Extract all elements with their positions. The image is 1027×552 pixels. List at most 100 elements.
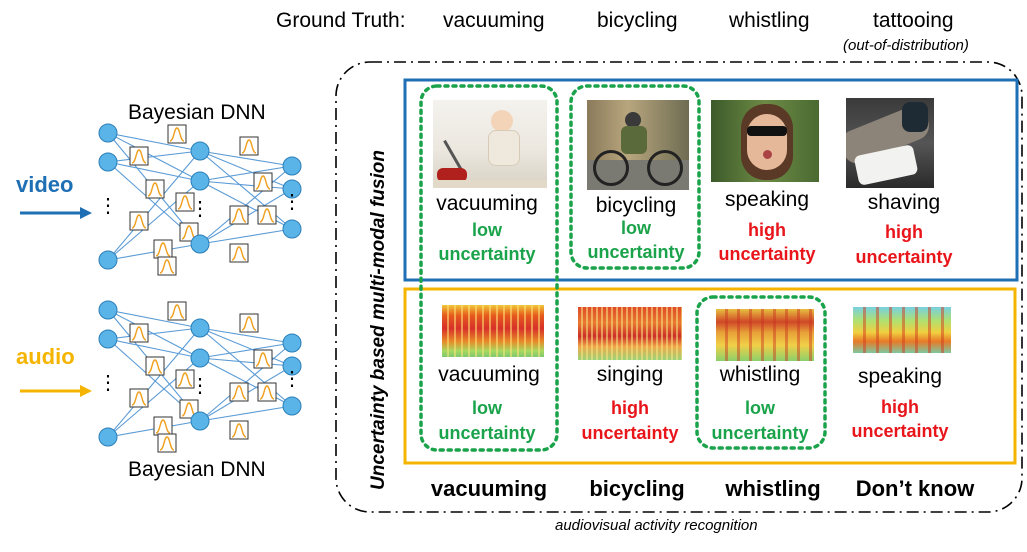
cyclist-head bbox=[625, 112, 641, 128]
audio-uncertainty-word-3: uncertainty bbox=[711, 423, 809, 443]
audio-net-weight-distribution-icon bbox=[129, 388, 149, 408]
audio-net-weight-distribution-icon bbox=[179, 399, 199, 419]
video-net-ellipsis: ⋮ bbox=[98, 195, 118, 217]
fused-result-3: whistling bbox=[725, 476, 821, 501]
audio-uncertainty-level-4: high bbox=[881, 397, 919, 417]
child-body bbox=[488, 130, 520, 166]
face bbox=[747, 114, 787, 170]
audio-net-neuron bbox=[282, 356, 302, 376]
spectrogram-singing bbox=[578, 307, 682, 360]
video-net-weight-distribution-icon bbox=[153, 239, 173, 259]
audio-uncertainty-level-3: low bbox=[745, 398, 775, 418]
video-net-weight-distribution-icon bbox=[253, 172, 273, 192]
video-net-weight-distribution-icon bbox=[229, 205, 249, 225]
video-frame-tattooing bbox=[846, 98, 934, 188]
fusion-method-label: Uncertainty based multi-modal fusion bbox=[368, 150, 389, 490]
audio-net-edge bbox=[107, 338, 201, 359]
ground-truth-whistling: whistling bbox=[729, 9, 810, 32]
figure-caption: audiovisual activity recognition bbox=[555, 517, 758, 534]
spectrogram-speaking bbox=[853, 307, 951, 353]
video-net-weight-distribution-icon bbox=[175, 192, 195, 212]
video-frame-whistling bbox=[711, 100, 819, 182]
fused-result-1: vacuuming bbox=[430, 476, 548, 501]
audio-net-weight-distribution-icon bbox=[229, 420, 249, 440]
out-of-distribution-note: (out-of-distribution) bbox=[843, 37, 969, 54]
video-net-edge bbox=[199, 180, 293, 190]
spectrogram-whistling bbox=[716, 309, 814, 361]
video-uncertainty-level-2: low bbox=[621, 218, 651, 238]
audio-net-weight-distribution-icon bbox=[239, 313, 259, 333]
video-predictions-box bbox=[403, 78, 1019, 282]
audio-net-edge bbox=[107, 309, 201, 329]
video-net-edge bbox=[107, 132, 201, 152]
audio-net-neuron bbox=[282, 333, 302, 353]
child-head bbox=[491, 110, 513, 132]
bicycling-confident-highlight bbox=[569, 84, 701, 270]
video-net-weight-distribution-icon bbox=[129, 146, 149, 166]
audio-uncertainty-word-1: uncertainty bbox=[438, 423, 536, 443]
video-prediction-4: shaving bbox=[867, 191, 941, 214]
bike-front-wheel bbox=[647, 150, 683, 186]
audio-net-edge bbox=[199, 357, 293, 367]
video-uncertainty-level-1: low bbox=[472, 220, 502, 240]
video-net-ellipsis: ⋮ bbox=[190, 198, 210, 220]
tattoo-machine bbox=[902, 102, 928, 132]
cyclist-body bbox=[621, 126, 647, 154]
audio-net-weight-distribution-icon bbox=[145, 356, 165, 376]
ground-truth-vacuuming: vacuuming bbox=[443, 9, 545, 32]
audio-net-edge bbox=[199, 342, 293, 359]
video-net-weight-distribution-icon bbox=[257, 205, 277, 225]
video-arrowhead-icon bbox=[80, 207, 92, 219]
video-net-neuron bbox=[190, 171, 210, 191]
video-net-weight-distribution-icon bbox=[157, 256, 177, 276]
video-net-edge bbox=[199, 150, 293, 230]
audio-net-edge bbox=[199, 342, 293, 422]
sunglasses bbox=[747, 126, 787, 136]
video-bayesian-dnn: ⋮ ⋮ ⋮ bbox=[98, 123, 302, 276]
audio-net-edge bbox=[199, 405, 293, 422]
video-uncertainty-word-4: uncertainty bbox=[855, 247, 953, 267]
vacuum-cleaner bbox=[437, 168, 467, 182]
video-prediction-2: bicycling bbox=[595, 194, 677, 217]
audio-predictions-box bbox=[403, 287, 1017, 465]
video-uncertainty-level-4: high bbox=[885, 222, 923, 242]
audio-prediction-2: singing bbox=[596, 363, 664, 386]
video-net-edge bbox=[107, 161, 201, 182]
video-net-neuron bbox=[98, 250, 118, 270]
video-uncertainty-level-3: high bbox=[748, 220, 786, 240]
ground-truth-label: Ground Truth: bbox=[276, 9, 406, 32]
mouth bbox=[763, 150, 772, 159]
video-net-ellipsis: ⋮ bbox=[282, 191, 302, 213]
audio-bayesian-dnn: ⋮⋮⋮ bbox=[98, 300, 302, 453]
video-uncertainty-word-1: uncertainty bbox=[438, 244, 536, 264]
video-net-weight-distribution-icon bbox=[145, 179, 165, 199]
video-net-edge bbox=[107, 150, 201, 261]
video-network-title: Bayesian DNN bbox=[128, 101, 266, 124]
floor bbox=[433, 180, 547, 188]
audio-net-ellipsis: ⋮ bbox=[98, 372, 118, 394]
audio-net-weight-distribution-icon bbox=[157, 433, 177, 453]
video-net-neuron bbox=[98, 123, 118, 143]
video-net-edge bbox=[199, 165, 293, 182]
video-net-weight-distribution-icon bbox=[129, 211, 149, 231]
audio-prediction-1: vacuuming bbox=[438, 363, 540, 386]
video-net-edge bbox=[199, 150, 293, 190]
audio-prediction-4: speaking bbox=[857, 365, 943, 388]
video-modality-label: video bbox=[16, 172, 74, 197]
video-net-weight-distribution-icon bbox=[179, 222, 199, 242]
audio-net-weight-distribution-icon bbox=[257, 382, 277, 402]
audio-arrowhead-icon bbox=[80, 385, 92, 397]
video-net-edge bbox=[199, 150, 293, 167]
video-frame-vacuuming bbox=[433, 100, 547, 188]
audio-net-neuron bbox=[282, 396, 302, 416]
spectrogram-vacuuming bbox=[442, 305, 544, 357]
audio-net-edge bbox=[107, 327, 201, 340]
video-net-neuron bbox=[282, 179, 302, 199]
audio-network-title: Bayesian DNN bbox=[128, 458, 266, 481]
video-uncertainty-word-3: uncertainty bbox=[718, 244, 816, 264]
video-frame-bicycling bbox=[587, 100, 689, 190]
audio-net-weight-distribution-icon bbox=[253, 349, 273, 369]
video-uncertainty-word-2: uncertainty bbox=[587, 242, 685, 262]
audio-uncertainty-level-1: low bbox=[472, 398, 502, 418]
